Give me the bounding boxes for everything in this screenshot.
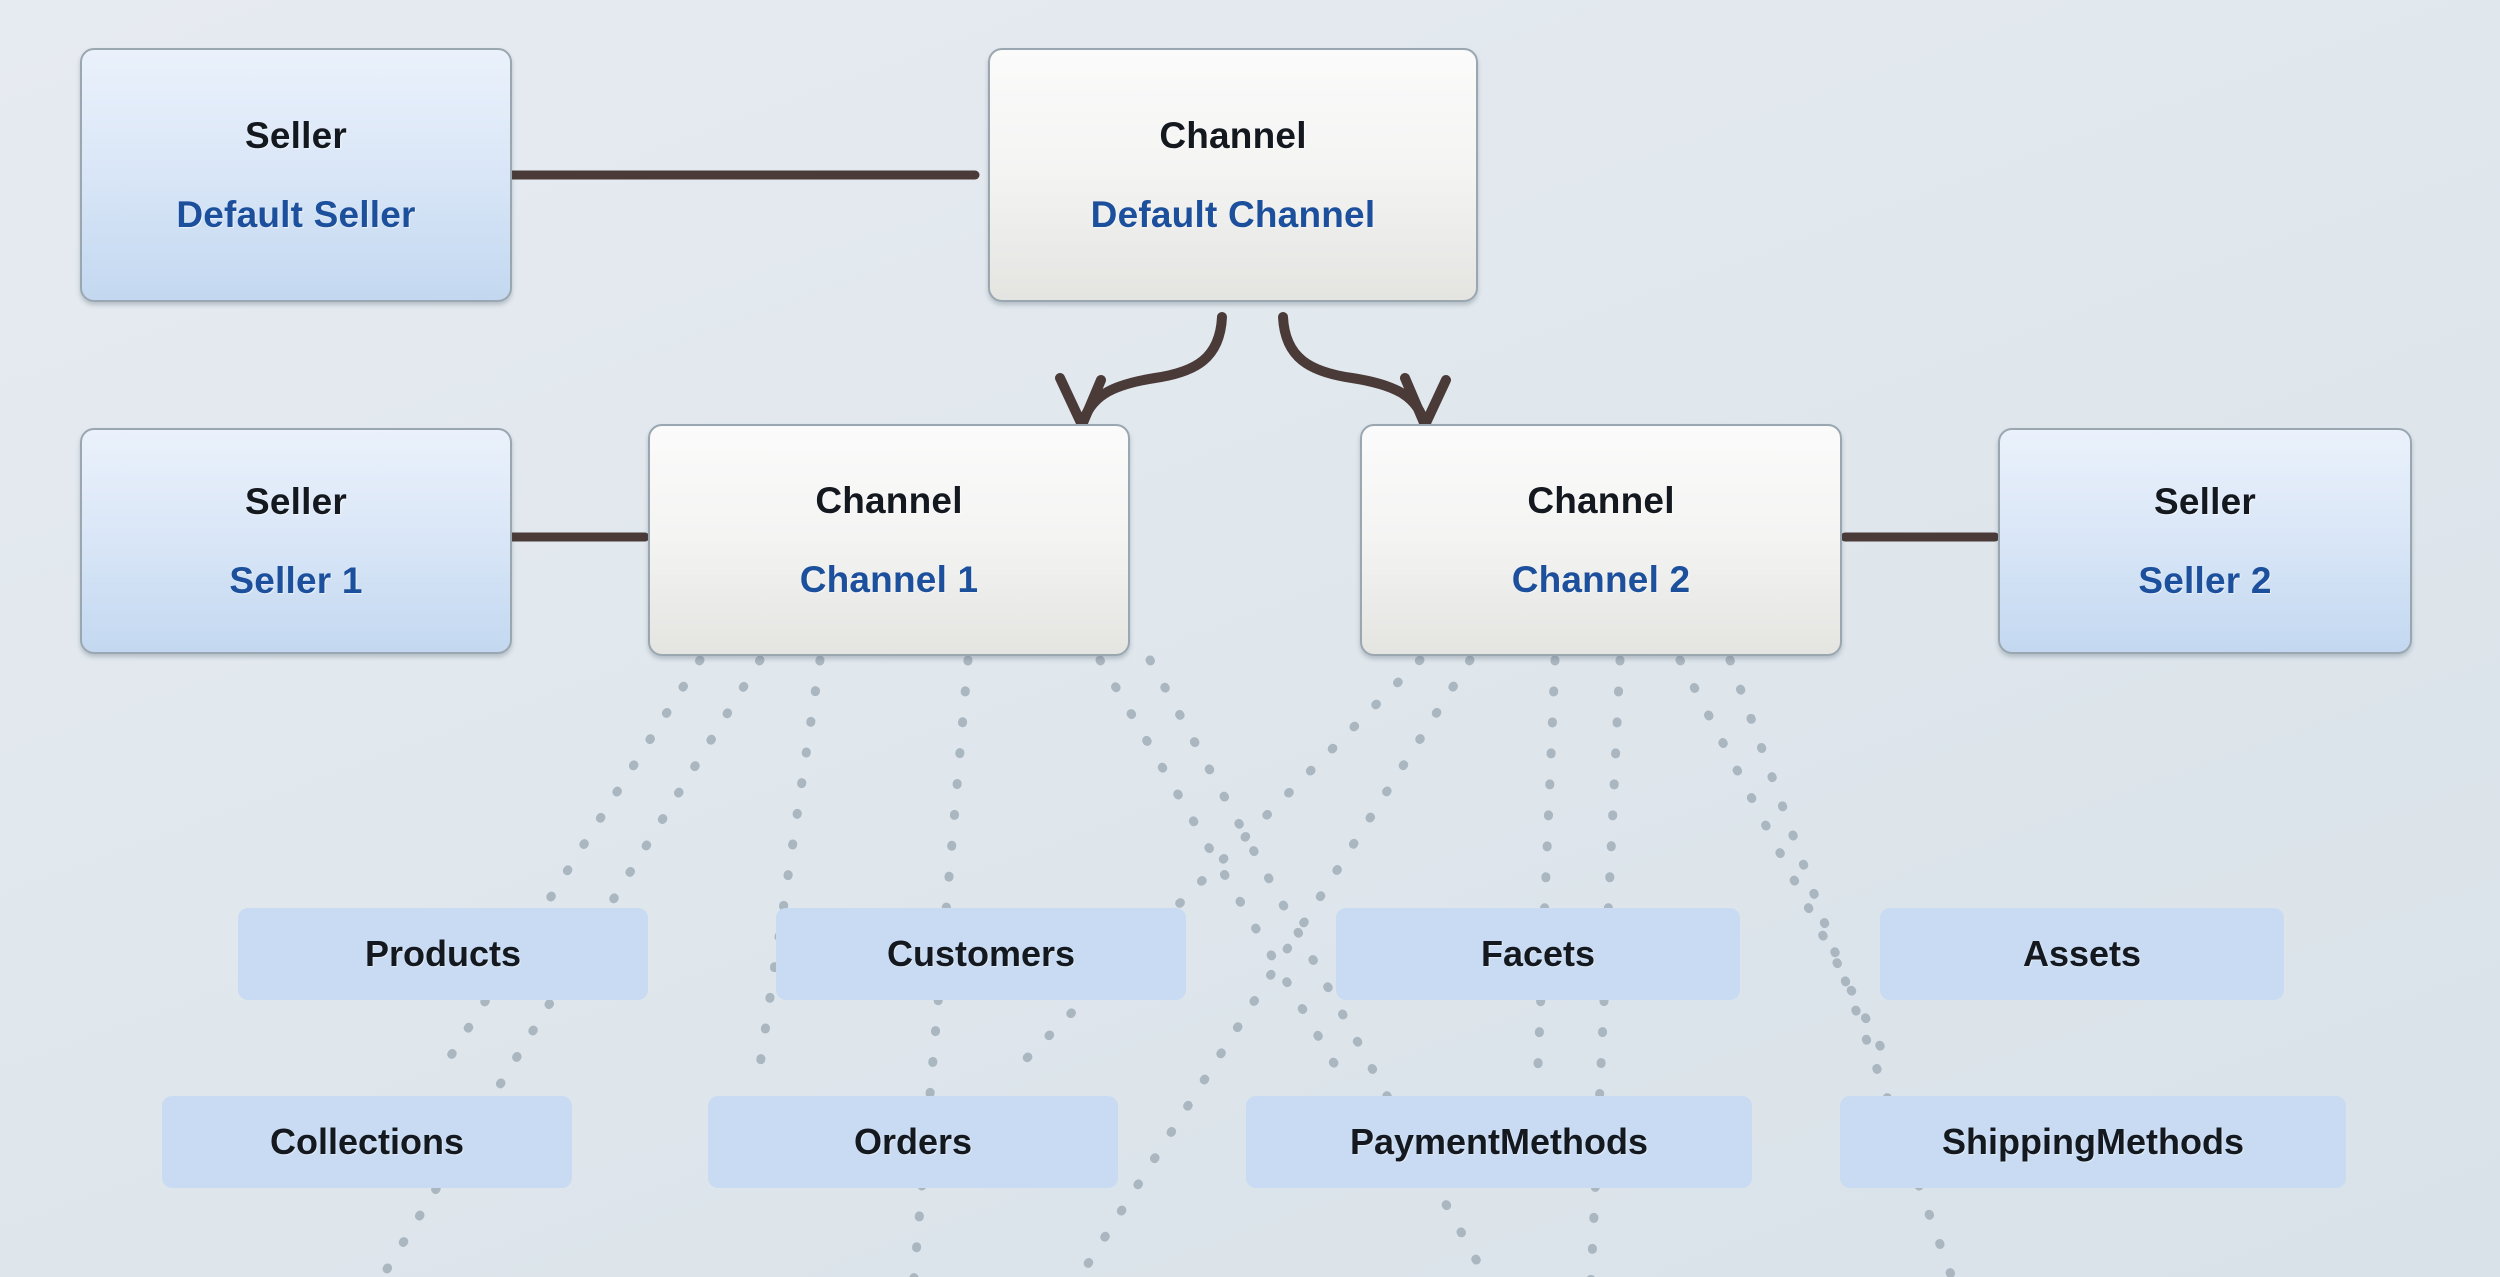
node-name-label: Seller 1 — [229, 560, 363, 601]
chip-products[interactable]: Products — [238, 908, 648, 1000]
dot-channel1-customers — [755, 655, 825, 1070]
chip-label: Facets — [1480, 933, 1596, 974]
node-default-seller[interactable]: Seller Default Seller — [80, 48, 512, 302]
node-seller-1[interactable]: Seller Seller 1 — [80, 428, 512, 654]
node-type-label: Seller — [2154, 481, 2256, 522]
node-seller-2[interactable]: Seller Seller 2 — [1998, 428, 2412, 654]
chip-shippingmethods[interactable]: ShippingMethods — [1840, 1096, 2346, 1188]
chip-label: ShippingMethods — [1942, 1121, 2244, 1162]
node-name-label: Channel 2 — [1511, 559, 1691, 600]
node-name-label: Seller 2 — [2138, 560, 2272, 601]
node-channel-1[interactable]: Channel Channel 1 — [648, 424, 1130, 656]
node-type-label: Channel — [1527, 480, 1675, 521]
node-type-label: Channel — [815, 480, 963, 521]
dot-channel2-assets — [1675, 655, 1895, 1070]
chip-label: Customers — [886, 933, 1076, 974]
arrow-default-channel-to-channel1 — [1055, 312, 1227, 430]
node-channel-2[interactable]: Channel Channel 2 — [1360, 424, 1842, 656]
node-name-label: Default Seller — [176, 194, 416, 235]
node-default-channel[interactable]: Channel Default Channel — [988, 48, 1478, 302]
node-type-label: Channel — [1159, 115, 1307, 156]
chip-facets[interactable]: Facets — [1336, 908, 1740, 1000]
chip-customers[interactable]: Customers — [776, 908, 1186, 1000]
chip-label: Collections — [269, 1121, 465, 1162]
node-type-label: Seller — [245, 481, 347, 522]
node-name-label: Channel 1 — [799, 559, 979, 600]
dot-channel1-products — [440, 655, 705, 1070]
chip-label: Orders — [853, 1121, 973, 1162]
chip-label: PaymentMethods — [1349, 1121, 1649, 1162]
chip-paymentmethods[interactable]: PaymentMethods — [1246, 1096, 1752, 1188]
dot-channel2-facets — [1533, 655, 1560, 1070]
chip-collections[interactable]: Collections — [162, 1096, 572, 1188]
node-type-label: Seller — [245, 115, 347, 156]
node-name-label: Default Channel — [1090, 194, 1376, 235]
chip-assets[interactable]: Assets — [1880, 908, 2284, 1000]
arrow-default-channel-to-channel2 — [1278, 312, 1451, 430]
chip-label: Assets — [2022, 933, 2142, 974]
dot-channel2-customers — [1015, 655, 1425, 1070]
dot-channel1-facets — [1095, 655, 1340, 1070]
chip-orders[interactable]: Orders — [708, 1096, 1118, 1188]
chip-label: Products — [364, 933, 522, 974]
